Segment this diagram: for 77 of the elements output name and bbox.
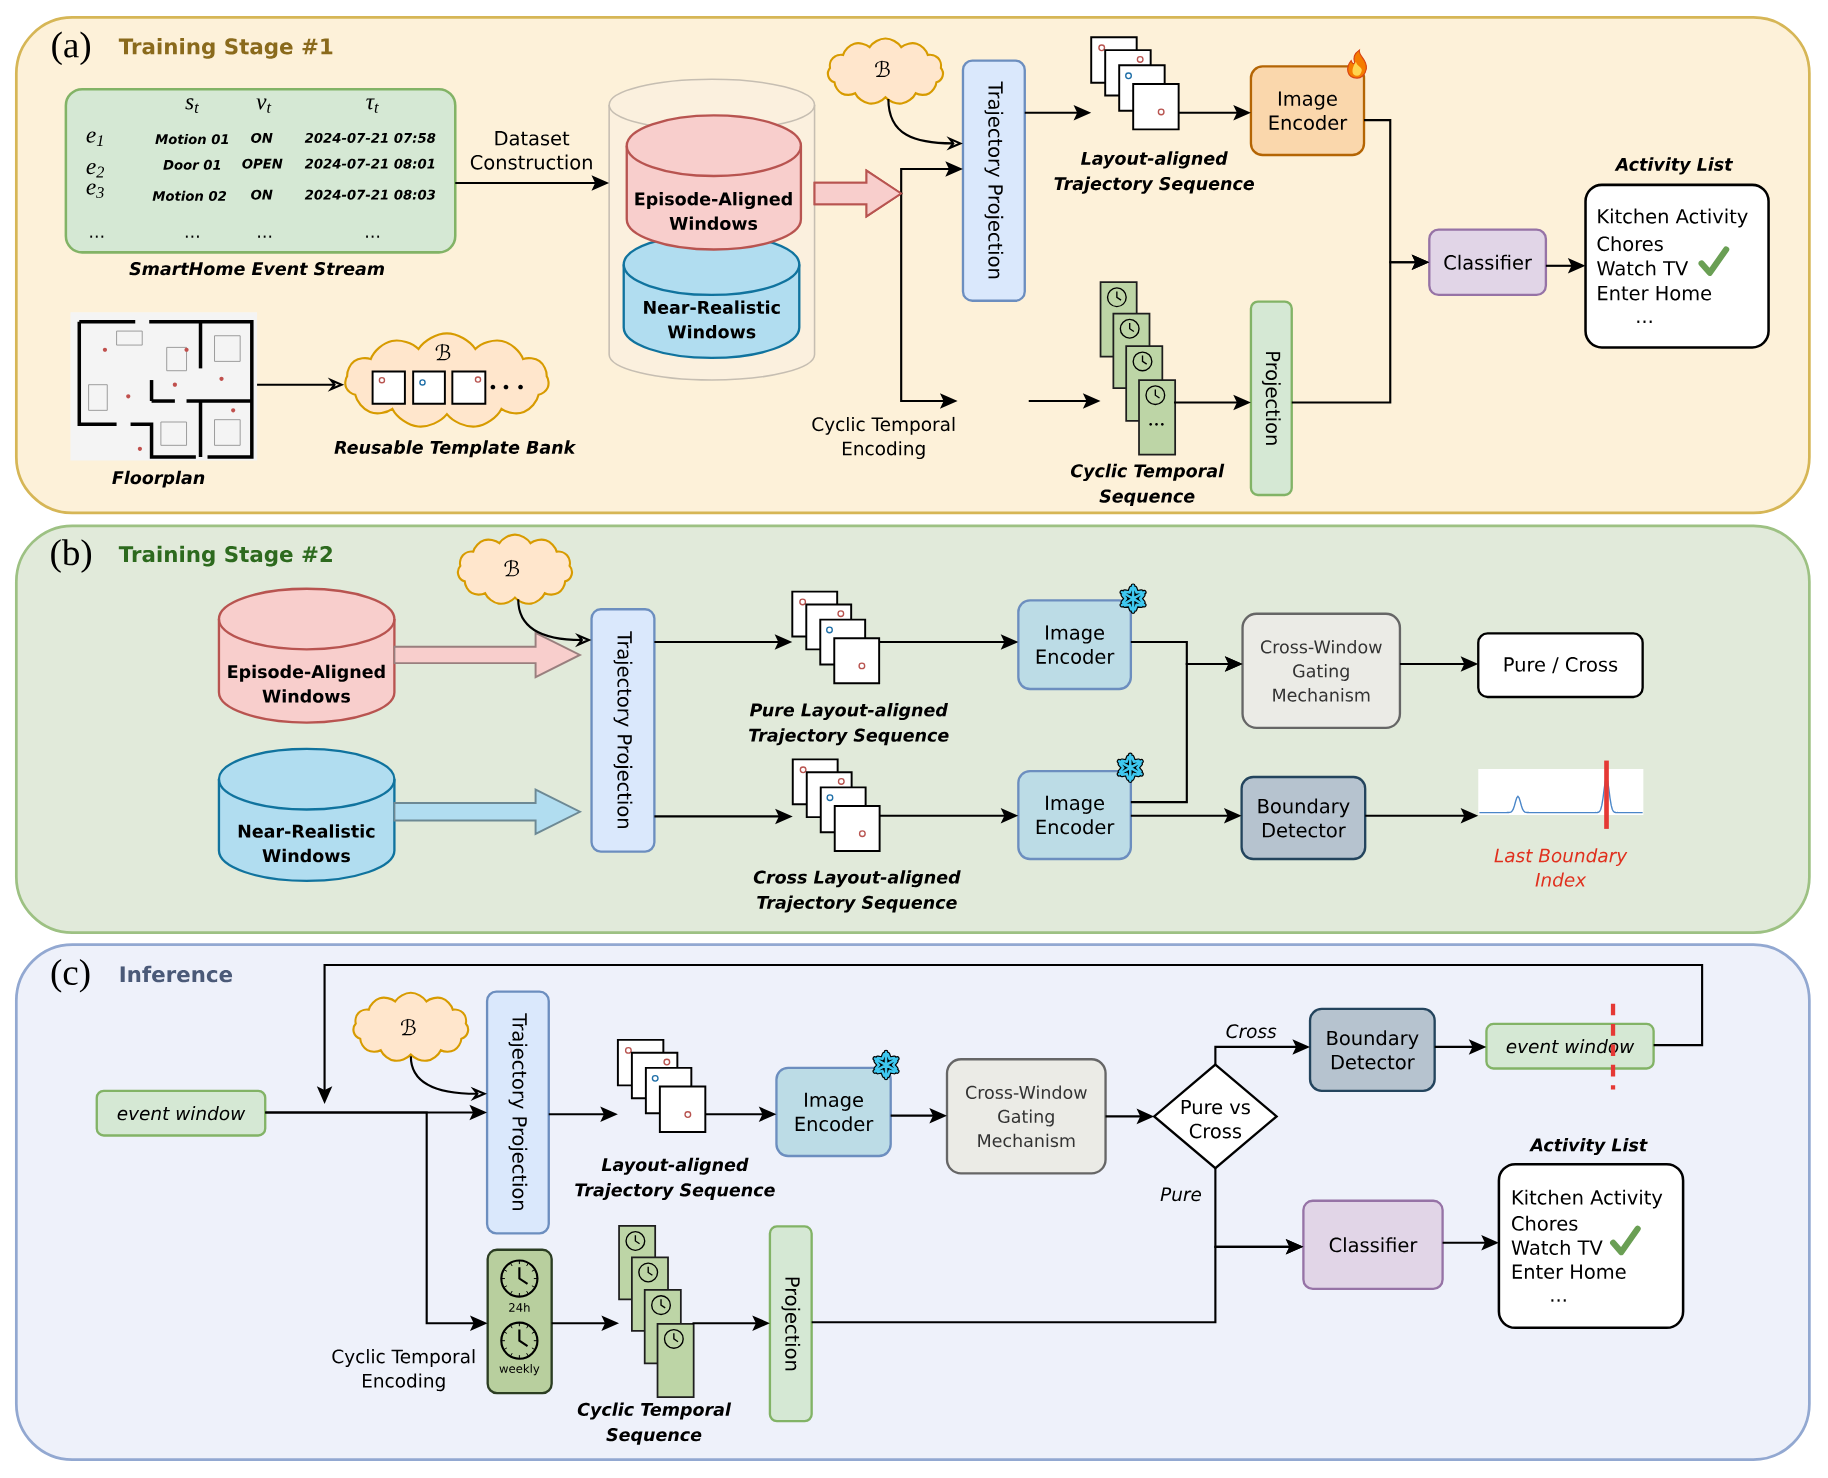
list-item: Enter Home (1598, 285, 1712, 301)
block-arrow (393, 631, 583, 679)
list-item: ... (1637, 320, 1652, 323)
projection-box: Trajectory Projection (590, 607, 656, 853)
table-cell: ... (258, 235, 272, 238)
node-label: weekly (499, 1363, 540, 1376)
list-item: Watch TV (1597, 260, 1689, 276)
database-cylinder: Episode-Aligned Windows (217, 587, 396, 724)
image-stack (616, 1038, 707, 1133)
gating-box: Cross-Window Gating Mechanism (1241, 612, 1402, 729)
edge-label: Pure (1157, 1185, 1205, 1204)
window-box: event window (1485, 1022, 1655, 1070)
table-cell: ... (366, 235, 380, 238)
node-label: Cyclic Temporal Encoding (332, 1348, 475, 1392)
list-item: Chores (1597, 236, 1663, 252)
table-cell: 2024-07-21 08:01 (304, 158, 435, 169)
table-cell: ON (251, 189, 273, 200)
panel-title: Training Stage #2 (118, 545, 332, 567)
block-arrow (393, 787, 583, 836)
list-heading: Activity List (1614, 157, 1734, 175)
panel-title: Inference (120, 965, 233, 983)
table-cell: Door 01 (163, 159, 221, 170)
node-label: Cyclic Temporal Sequence (577, 1402, 732, 1445)
projection-box: Projection (1249, 300, 1293, 497)
list-item: Enter Home (1512, 1264, 1626, 1279)
step-label: Cyclic Temporal Encoding (812, 416, 955, 459)
table-cell: e$_{3}$ (86, 183, 104, 198)
list-item: ... (1551, 1299, 1566, 1302)
edge-label: Dataset Construction (467, 128, 596, 172)
encoder-box: Image Encoder (1017, 769, 1133, 860)
panel-label: (b) (51, 539, 92, 573)
panel-title: Training Stage #1 (118, 37, 333, 59)
node-label: Cyclic Temporal Sequence (1070, 463, 1225, 506)
detector-box: Boundary Detector (1308, 1007, 1436, 1092)
list-heading: Activity List (1529, 1137, 1648, 1155)
node-label: Reusable Template Bank (334, 440, 577, 458)
classifier-box: Classifier (1428, 228, 1548, 296)
projection-box: Trajectory Projection (961, 59, 1026, 302)
panel-label: (c) (51, 958, 90, 993)
encoder-box: Image Encoder (1249, 65, 1366, 157)
output-box: Pure / Cross (1477, 632, 1644, 699)
table-cell: v$_{t}$ (256, 98, 272, 113)
table-cell: ON (251, 132, 273, 143)
list-item: Kitchen Activity (1598, 208, 1748, 228)
database-cylinder: Near-Realistic Windows (217, 747, 396, 882)
table-cell: e$_{1}$ (86, 131, 103, 146)
classifier-box: Classifier (1302, 1199, 1444, 1290)
table-cell: Motion 01 (155, 133, 229, 145)
node-label: Floorplan (112, 470, 205, 488)
table-cell: 2024-07-21 07:58 (304, 132, 436, 143)
table-cell: OPEN (242, 158, 283, 169)
table-cell: s$_{t}$ (185, 98, 199, 113)
table-cell: ... (90, 235, 104, 238)
projection-box: Projection (768, 1225, 813, 1423)
encoder-box: Image Encoder (775, 1066, 892, 1158)
node-label: Pure Layout-aligned Trajectory Sequence (749, 702, 949, 746)
table-cell: 2024-07-21 08:03 (304, 189, 436, 200)
text-label: Layout-aligned Trajectory Sequence (575, 1157, 775, 1200)
detector-box: Boundary Detector (1240, 775, 1367, 860)
table-cell: τ$_{t}$ (366, 98, 379, 113)
table-cell: ... (185, 235, 199, 238)
list-item: Watch TV (1511, 1239, 1603, 1255)
gating-box: Cross-Window Gating Mechanism (945, 1057, 1107, 1175)
table-cell: Motion 02 (152, 190, 227, 201)
list-item: Kitchen Activity (1512, 1189, 1663, 1209)
database-cylinder: Episode-Aligned Windows (625, 114, 803, 251)
node-label: Cross Layout-aligned Trajectory Sequence (753, 870, 961, 913)
window-box: event window (95, 1089, 267, 1137)
encoder-box: Image Encoder (1017, 599, 1133, 691)
list-item: Chores (1512, 1215, 1578, 1231)
panel-label: (a) (52, 31, 90, 65)
image-stack (1090, 36, 1180, 131)
projection-box: Trajectory Projection (485, 990, 550, 1235)
node-label: SmartHome Event Stream (129, 261, 385, 276)
node-label: Last Boundary Index (1494, 848, 1628, 887)
node-label: 24h (509, 1302, 530, 1312)
table-cell: e$_{2}$ (86, 162, 104, 178)
